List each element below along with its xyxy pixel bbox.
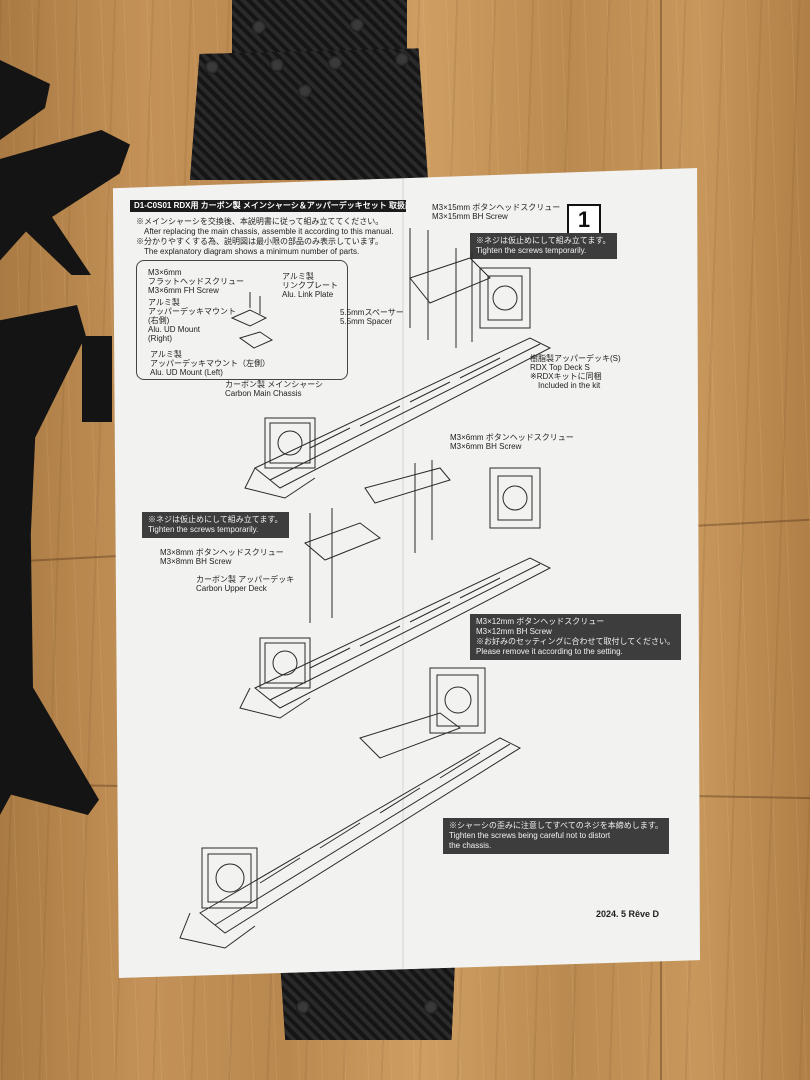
bh6-screw-jp: M3×6mm ボタンヘッドスクリュー bbox=[450, 433, 574, 442]
spacer-en: 5.5mm Spacer bbox=[340, 317, 393, 326]
ud-right-jp3: (右側) bbox=[148, 316, 170, 325]
upper-deck-en: Carbon Upper Deck bbox=[196, 584, 267, 593]
instruction-sheet: D1-C0S01 RDX用 カーボン製 メインシャーシ＆アッパーデッキセット 取… bbox=[112, 168, 700, 978]
link-plate-jp: アルミ製 bbox=[282, 272, 314, 281]
link-plate-jp2: リンクプレート bbox=[282, 281, 338, 290]
upper-deck-jp: カーボン製 アッパーデッキ bbox=[196, 575, 295, 584]
chassis-hole bbox=[252, 20, 266, 34]
main-chassis-jp: カーボン製 メインシャーシ bbox=[225, 380, 324, 389]
step-number: 1 bbox=[567, 204, 601, 236]
front-bulkhead bbox=[259, 637, 311, 689]
bh8-screw-en: M3×8mm BH Screw bbox=[160, 557, 232, 566]
detail-inset-box bbox=[136, 260, 348, 380]
ud-right-jp2: アッパーデッキマウント bbox=[148, 307, 236, 316]
rear-gearbox bbox=[429, 667, 486, 734]
carbon-chassis-top bbox=[190, 48, 428, 180]
front-bulkhead bbox=[264, 417, 316, 469]
main-chassis-en: Carbon Main Chassis bbox=[225, 389, 302, 398]
rear-gearbox bbox=[489, 467, 541, 529]
temp-note-jp: ※ネジは仮止めにして組み立てます。 bbox=[476, 236, 611, 245]
topdeck-en1: RDX Top Deck S bbox=[530, 363, 590, 372]
intro-jp-2: ※分かりやすくする為、説明図は最小限の部品のみ表示しています。 bbox=[136, 237, 383, 246]
chassis-hole bbox=[328, 56, 342, 70]
carbon-small-part bbox=[82, 336, 112, 422]
plastic-top-deck bbox=[409, 257, 491, 304]
final-en-2: the chassis. bbox=[449, 841, 492, 850]
ud-left-jp1: アルミ製 bbox=[150, 350, 182, 359]
bh15-screw-jp: M3×15mm ボタンヘッドスクリュー bbox=[432, 203, 561, 212]
screws bbox=[309, 460, 433, 623]
topdeck-jp: 樹脂製アッパーデッキ(S) bbox=[530, 354, 621, 363]
temp-note-jp: ※ネジは仮止めにして組み立てます。 bbox=[148, 515, 283, 524]
ud-right-en1: Alu. UD Mount bbox=[148, 325, 201, 334]
final-en-1: Tighten the screws being careful not to … bbox=[449, 831, 611, 840]
carbon-chassis-bottom bbox=[280, 960, 455, 1040]
sheet-header: D1-C0S01 RDX用 カーボン製 メインシャーシ＆アッパーデッキセット 取… bbox=[130, 200, 406, 212]
chassis-hole bbox=[296, 1000, 310, 1014]
bh6-screw-en: M3×6mm BH Screw bbox=[450, 442, 522, 451]
bh12-en: M3×12mm BH Screw bbox=[476, 627, 552, 636]
chassis-hole bbox=[298, 84, 312, 98]
chassis-hole bbox=[350, 18, 364, 32]
temp-note-en: Tighten the screws temporarily. bbox=[148, 525, 259, 534]
fh-screw-jp: フラットヘッドスクリュー bbox=[148, 277, 244, 286]
paper-fold bbox=[402, 168, 404, 978]
temporary-tighten-note-1: ※ネジは仮止めにして組み立てます。 Tighten the screws tem… bbox=[470, 233, 617, 259]
rear-gearbox bbox=[479, 267, 531, 329]
chassis-hole bbox=[395, 52, 409, 66]
topdeck-en2: Included in the kit bbox=[538, 381, 601, 390]
upper-deck bbox=[359, 712, 462, 759]
intro-en-2: The explanatory diagram shows a minimum … bbox=[144, 247, 360, 256]
link-plate-en: Alu. Link Plate bbox=[282, 290, 334, 299]
final-tighten-note: ※シャーシの歪みに注意してすべてのネジを本締めします。 Tighten the … bbox=[443, 818, 669, 854]
chassis-hole bbox=[205, 60, 219, 74]
intro-en-1: After replacing the main chassis, assemb… bbox=[144, 227, 394, 236]
step2-drawing bbox=[239, 460, 552, 719]
bh15-screw-en: M3×15mm BH Screw bbox=[432, 212, 508, 221]
screws bbox=[409, 228, 473, 348]
spacer-jp: 5.5mmスペーサー bbox=[340, 308, 404, 317]
chassis-hole bbox=[270, 58, 284, 72]
temp-note-en: Tighten the screws temporarily. bbox=[476, 246, 587, 255]
ud-right-jp1: アルミ製 bbox=[148, 298, 180, 307]
footer-date-brand: 2024. 5 Rêve D bbox=[596, 909, 660, 919]
temporary-tighten-note-2: ※ネジは仮止めにして組み立てます。 Tighten the screws tem… bbox=[142, 512, 289, 538]
carbon-upper-deck bbox=[304, 522, 382, 561]
step3-drawing bbox=[179, 667, 522, 949]
setting-en: Please remove it according to the settin… bbox=[476, 647, 623, 656]
intro-jp-1: ※メインシャーシを交換後、本説明書に従って組み立ててください。 bbox=[136, 217, 384, 226]
ud-right-en2: (Right) bbox=[148, 334, 173, 343]
setting-jp: ※お好みのセッティングに合わせて取付してください。 bbox=[476, 637, 676, 646]
bh8-screw-jp: M3×8mm ボタンヘッドスクリュー bbox=[160, 548, 284, 557]
bh12-jp: M3×12mm ボタンヘッドスクリュー bbox=[476, 617, 605, 626]
ud-left-en: Alu. UD Mount (Left) bbox=[150, 368, 223, 377]
ud-left-jp2: アッパーデッキマウント（左側） bbox=[150, 359, 270, 368]
fh-screw-size: M3×6mm bbox=[148, 268, 182, 277]
front-bulkhead bbox=[201, 847, 258, 909]
topdeck-jp2: ※RDXキットに同梱 bbox=[530, 372, 602, 381]
final-jp: ※シャーシの歪みに注意してすべてのネジを本締めします。 bbox=[449, 821, 663, 830]
fh-screw-en: M3×6mm FH Screw bbox=[148, 286, 219, 295]
chassis-hole bbox=[424, 1000, 438, 1014]
bh12-screw-note: M3×12mm ボタンヘッドスクリュー M3×12mm BH Screw ※お好… bbox=[470, 614, 682, 660]
